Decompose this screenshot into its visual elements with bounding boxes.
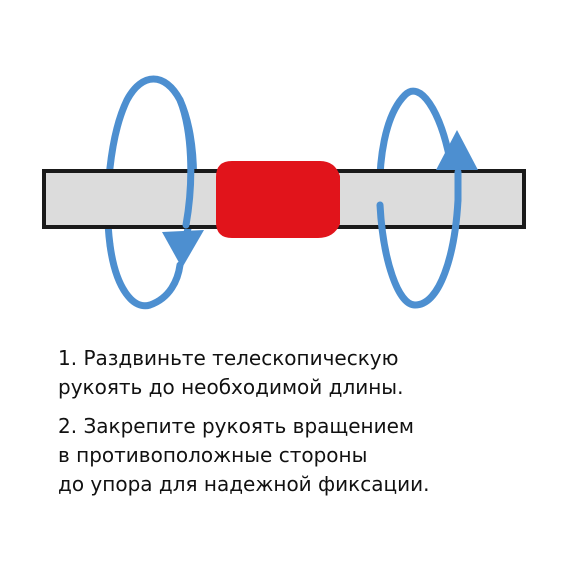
left-rotation-loop-front (106, 241, 184, 310)
up-arrow-head-icon (436, 130, 478, 170)
locking-clamp (216, 161, 340, 238)
step-2-line-2: в противоположные стороны (58, 443, 368, 467)
down-arrow-head-icon (162, 230, 204, 268)
right-rotation-loop-back (376, 87, 454, 209)
step-1-line-2: рукоять до необходимой длины. (58, 375, 404, 399)
left-arrow-tip-upper (176, 96, 195, 229)
right-rotation-loop-front (376, 196, 462, 309)
instruction-step-1: 1. Раздвиньте телескопическую рукоять до… (58, 344, 548, 402)
step-2-line-1: 2. Закрепите рукоять вращением (58, 414, 415, 438)
instructions-text: 1. Раздвиньте телескопическую рукоять до… (58, 344, 548, 499)
step-1-line-1: 1. Раздвиньте телескопическую (58, 346, 399, 370)
instruction-step-2: 2. Закрепите рукоять вращением в противо… (58, 412, 548, 499)
step-2-line-3: до упора для надежной фиксации. (58, 472, 430, 496)
